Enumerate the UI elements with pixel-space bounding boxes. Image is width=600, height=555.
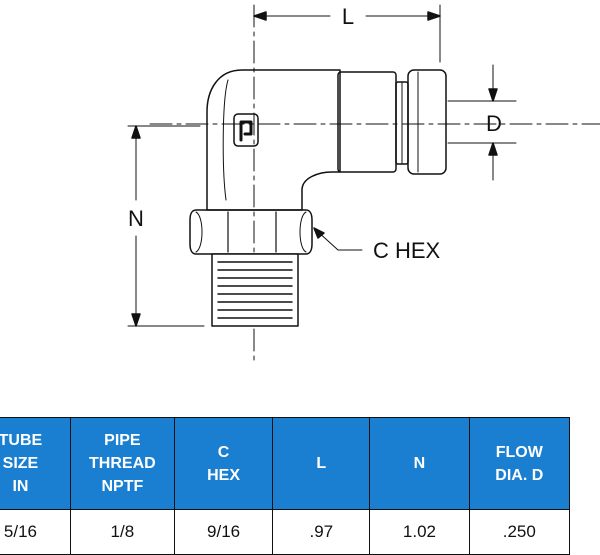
cell-tube-size: 5/16	[0, 509, 71, 555]
dimension-d	[447, 64, 517, 181]
brand-logo-mark	[239, 120, 253, 142]
elbow-inner-line	[222, 79, 229, 201]
header-l: L	[272, 417, 371, 510]
release-sleeve	[337, 71, 397, 173]
cell-flow-dia: .250	[468, 509, 571, 555]
dimension-c-hex-leader	[313, 227, 363, 251]
label-d: D	[486, 111, 502, 136]
cell-c-hex: 9/16	[173, 509, 274, 555]
table-row: 5/16 1/8 9/16 .97 1.02 .250	[0, 509, 571, 555]
hex-nut	[189, 209, 313, 255]
header-n: N	[369, 417, 470, 510]
brand-logo-badge	[233, 113, 259, 147]
elbow-body	[206, 69, 341, 211]
cell-l: .97	[272, 509, 371, 555]
collet-flange	[407, 69, 447, 175]
cell-n: 1.02	[369, 509, 470, 555]
fitting-drawing: L D N C HEX	[127, 4, 600, 366]
cell-pipe-thread: 1/8	[69, 509, 175, 555]
dimension-l	[253, 4, 441, 63]
label-n: N	[128, 206, 144, 231]
pipe-thread	[211, 253, 299, 327]
label-l: L	[342, 4, 354, 29]
label-c-hex: C HEX	[373, 238, 441, 263]
dimension-n	[127, 125, 205, 327]
